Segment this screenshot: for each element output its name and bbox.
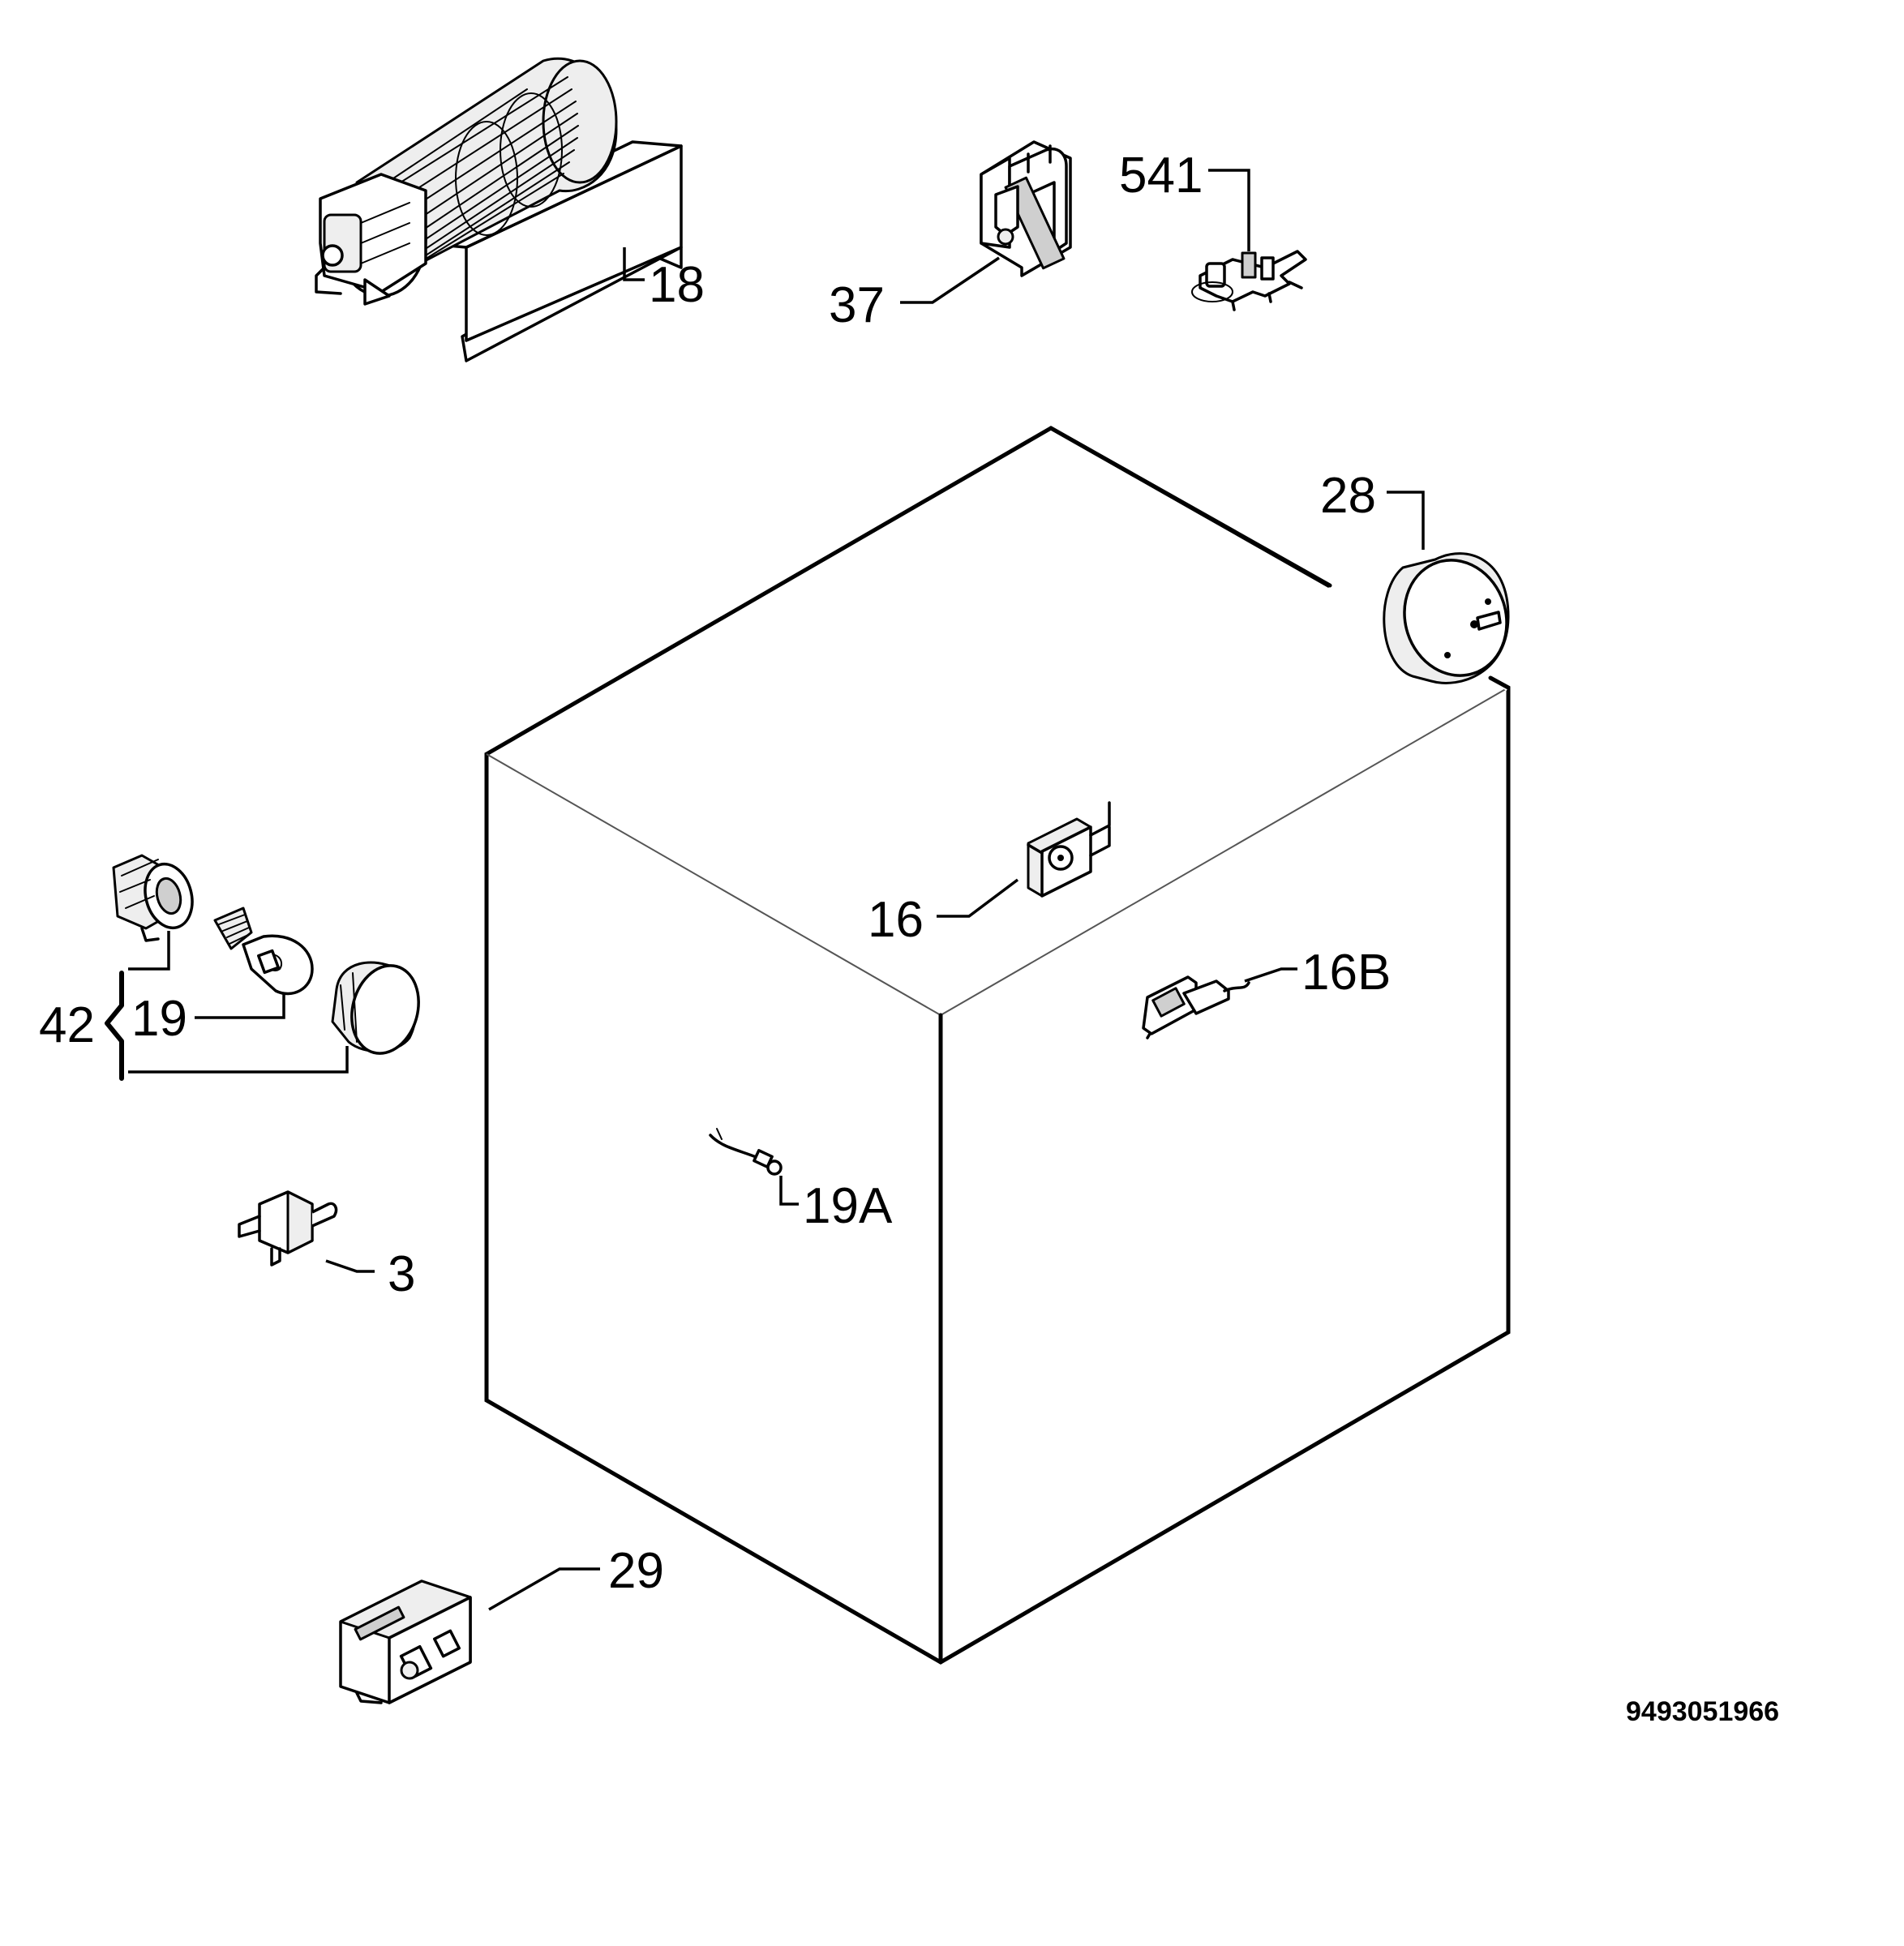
callout-16B: 16B (1301, 945, 1391, 1001)
switch-part-37 (980, 140, 1072, 277)
callout-19: 19 (131, 991, 187, 1047)
lamp-bulb-part-19 (213, 907, 314, 996)
wire-lamp-part-19A (709, 1128, 783, 1176)
oven-cabinet (484, 426, 1511, 1665)
tangential-fan-part-18 (315, 57, 683, 362)
terminal-block-part-29 (339, 1580, 472, 1704)
callout-19A: 19A (803, 1178, 893, 1234)
round-motor-part-28 (1383, 552, 1510, 684)
callout-28: 28 (1320, 468, 1376, 524)
brace-42 (105, 971, 124, 1081)
callout-18: 18 (649, 257, 705, 313)
document-number: 9493051966 (1626, 1696, 1779, 1727)
switch-part-3 (238, 1190, 338, 1267)
callout-541: 541 (1119, 148, 1203, 204)
lamp-glass-cover (331, 961, 420, 1055)
callout-3: 3 (388, 1246, 415, 1302)
lamp-holder (112, 854, 194, 942)
callout-16: 16 (868, 892, 924, 948)
thermostat-part-16 (1027, 801, 1111, 898)
leader-lines (128, 169, 1425, 1611)
sensor-part-16B (1142, 975, 1250, 1039)
callout-42: 42 (39, 997, 95, 1053)
callout-37: 37 (829, 277, 885, 333)
connector-part-541 (1191, 250, 1307, 311)
callout-29: 29 (608, 1543, 664, 1599)
